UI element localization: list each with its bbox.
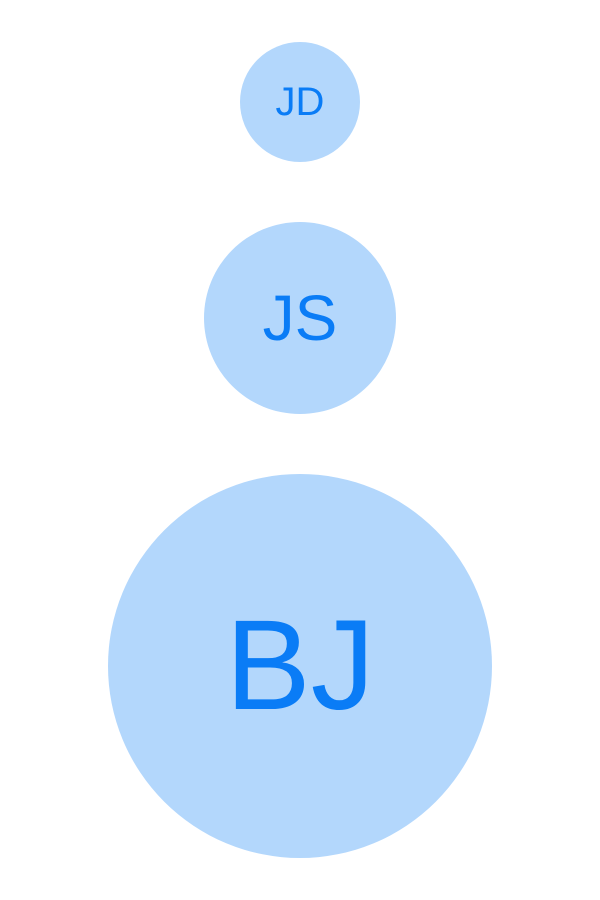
avatar-medium: JS [204, 222, 396, 414]
avatar-initials: BJ [225, 594, 375, 737]
avatar-initials: JS [262, 282, 338, 354]
avatar-small: JD [240, 42, 360, 162]
avatar-initials: JD [275, 80, 325, 124]
avatar-large: BJ [108, 474, 492, 858]
